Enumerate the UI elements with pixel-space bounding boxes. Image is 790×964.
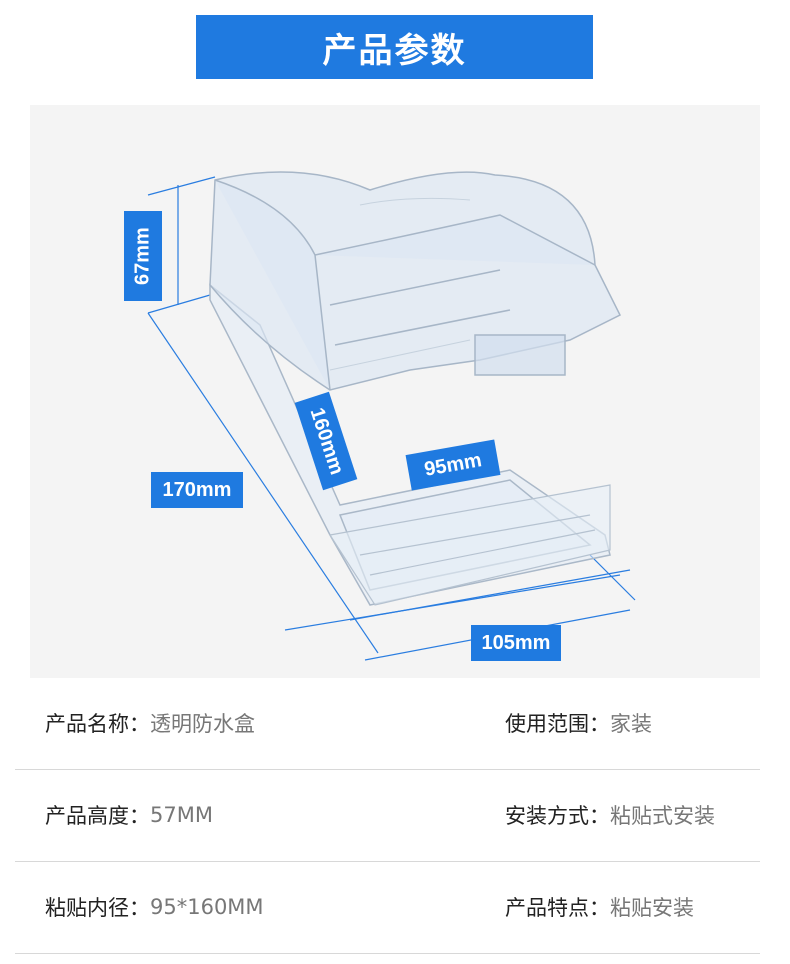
page-title: 产品参数 (196, 15, 593, 79)
spec-value: 95*160MM (150, 895, 264, 919)
spec-left: 产品名称：透明防水盒 (45, 677, 255, 769)
product-image: 67mm 160mm 95mm 170mm 105mm (30, 105, 760, 678)
spec-right: 安装方式：粘贴式安装 (505, 769, 715, 861)
spec-key: 使用范围： (505, 712, 610, 736)
spec-left: 产品高度：57MM (45, 769, 213, 861)
outer-width-label: 105mm (471, 625, 561, 661)
spec-row: 粘贴内径：95*160MM 产品特点：粘贴安装 (15, 861, 760, 954)
spec-key: 产品名称： (45, 712, 150, 736)
spec-value: 粘贴式安装 (610, 804, 715, 828)
spec-left: 粘贴内径：95*160MM (45, 861, 264, 953)
spec-value: 透明防水盒 (150, 712, 255, 736)
spec-key: 粘贴内径： (45, 896, 150, 920)
spec-value: 家装 (610, 712, 652, 736)
spec-right: 产品特点：粘贴安装 (505, 861, 694, 953)
outer-length-label: 170mm (151, 472, 243, 508)
height-label: 67mm (124, 211, 162, 301)
spec-key: 安装方式： (505, 804, 610, 828)
spec-value: 粘贴安装 (610, 896, 694, 920)
spec-row: 产品名称：透明防水盒 使用范围：家装 (15, 677, 760, 770)
spec-row: 产品高度：57MM 安装方式：粘贴式安装 (15, 769, 760, 862)
spec-right: 使用范围：家装 (505, 677, 652, 769)
transparent-box-illustration (147, 171, 636, 661)
spec-value: 57MM (150, 803, 213, 827)
spec-key: 产品高度： (45, 804, 150, 828)
spec-key: 产品特点： (505, 896, 610, 920)
